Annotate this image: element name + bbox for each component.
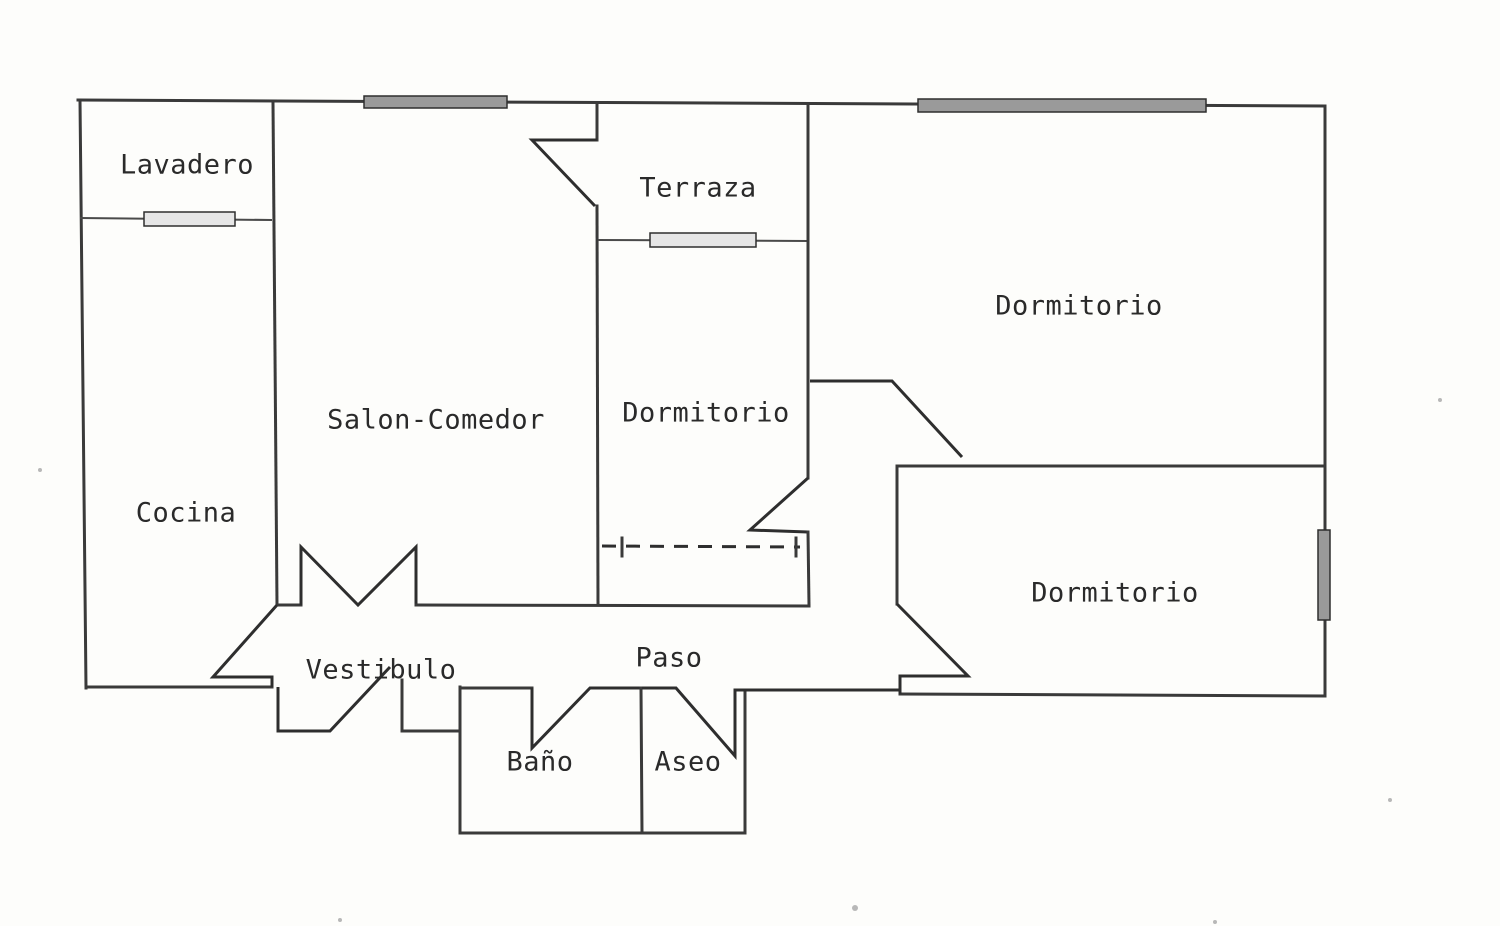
room-label-dormitorio-central: Dormitorio xyxy=(622,397,790,429)
door-bano xyxy=(530,686,640,752)
door-salon-terraza xyxy=(528,138,597,208)
window-terraza xyxy=(649,232,757,248)
wall-cocina-salon xyxy=(271,101,279,607)
wall-bano-aseo xyxy=(639,686,644,835)
wall-salon-dormitorio-bottom xyxy=(414,603,811,608)
room-label-dormitorio-principal: Dormitorio xyxy=(995,290,1163,322)
room-label-bano: Baño xyxy=(506,746,574,778)
door-salon-double xyxy=(299,543,418,608)
door-dormitorio-principal xyxy=(810,379,964,459)
door-vestibulo-main xyxy=(276,665,392,733)
outer-wall-bottom-right xyxy=(898,692,1327,698)
room-label-vestibulo: Vestibulo xyxy=(305,654,457,686)
room-label-salon-comedor: Salon-Comedor xyxy=(327,404,545,436)
room-label-terraza: Terraza xyxy=(639,172,757,204)
window-salon xyxy=(363,95,508,109)
wall-bano-outer xyxy=(458,685,747,835)
wall-salon-dormitorio xyxy=(595,204,600,607)
scan-noise xyxy=(38,398,1442,924)
wall-dormitorio-central-lower xyxy=(806,530,811,607)
window-lavadero xyxy=(143,211,236,227)
door-dormitorio-central xyxy=(746,476,810,534)
door-dormitorio-derecho xyxy=(895,602,972,694)
room-label-cocina: Cocina xyxy=(135,497,237,529)
room-label-lavadero: Lavadero xyxy=(119,149,255,181)
door-aseo xyxy=(642,686,900,761)
room-label-paso: Paso xyxy=(635,642,703,674)
room-label-dormitorio-derecho: Dormitorio xyxy=(1031,577,1199,609)
window-dormitorio-derecho xyxy=(1317,529,1331,621)
closet-dashed-line xyxy=(601,544,801,549)
outer-wall-left xyxy=(78,98,88,690)
door-vestibulo-left xyxy=(209,604,279,687)
room-label-aseo: Aseo xyxy=(654,746,722,778)
window-dormitorio-principal xyxy=(917,98,1207,113)
wall-vestibulo-right xyxy=(400,678,462,733)
